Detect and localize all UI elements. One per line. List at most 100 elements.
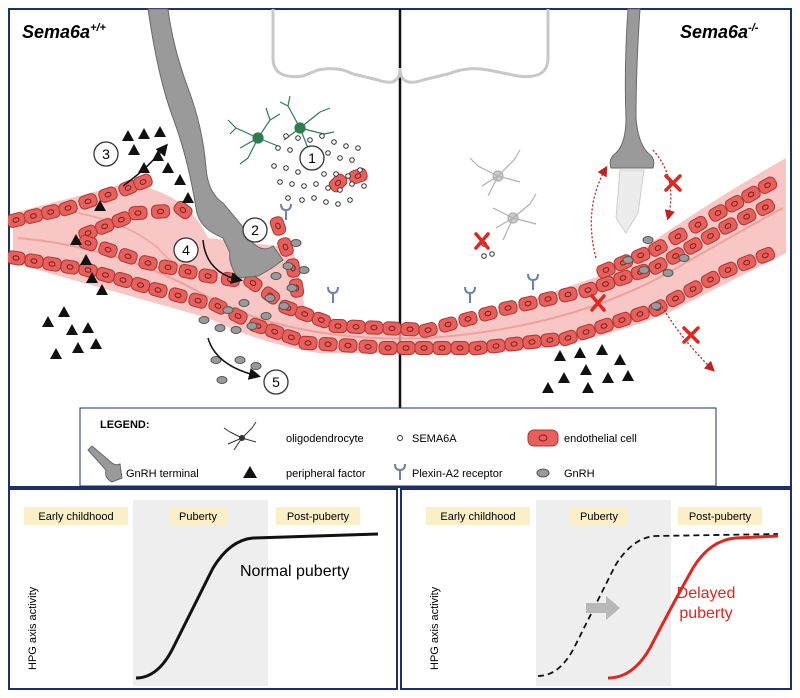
gnrh-icon (536, 468, 550, 478)
phase-label-post: Post-puberty (287, 511, 350, 523)
endothelial-cell (150, 203, 171, 220)
sema6a-dot (295, 169, 301, 175)
phase-box (169, 507, 227, 525)
gnrh-particle (290, 239, 302, 247)
sema6a-dot (349, 181, 355, 187)
legend-gnrh-terminal-label: GnRH terminal (126, 468, 199, 480)
svg-text:5: 5 (272, 374, 280, 390)
y-axis-label: HPG axis activity (27, 586, 39, 670)
puberty-band (536, 500, 671, 686)
endothelial-cell (467, 340, 489, 356)
phase-label-puberty: Puberty (580, 511, 618, 523)
phase-box (276, 507, 360, 525)
svg-text:3: 3 (102, 146, 110, 162)
gnrh-terminal-icon (87, 445, 123, 483)
sema6a-dot (333, 171, 339, 177)
sema6a-dot (319, 133, 325, 139)
gnrh-particle (198, 316, 210, 324)
block-x-marks (474, 174, 700, 344)
sema6a-dot (331, 139, 337, 145)
phase-label-early: Early childhood (38, 511, 113, 523)
phase-box (24, 507, 128, 525)
gnrh-particle (642, 236, 654, 244)
endothelial-cell (23, 252, 45, 270)
endothelial-cell (298, 335, 318, 351)
endothelial-cell (41, 255, 63, 273)
graph-left: Early childhood Puberty Post-puberty HPG… (8, 488, 398, 690)
endothelial-cell (400, 321, 420, 337)
legend-heading: LEGEND: (100, 419, 150, 431)
phase-box (678, 507, 762, 525)
sema6a-dot (285, 195, 291, 201)
gnrh-particle (216, 376, 228, 384)
endothelial-cell (432, 341, 452, 355)
sema6a-dot (275, 145, 281, 151)
sema6a-dot (355, 145, 361, 151)
gnrh-particle (250, 362, 262, 370)
legend-sema6a-label: SEMA6A (412, 433, 457, 445)
sema6a-dot (347, 197, 353, 203)
sema6a-dot (481, 253, 487, 259)
endothelial-cell (346, 319, 366, 335)
gnrh-particle (638, 266, 650, 274)
sema6a-dot (307, 137, 313, 143)
sema6a-dot (337, 155, 343, 161)
gnrh-particle (678, 254, 690, 262)
curve-label-normal: Normal puberty (240, 563, 349, 580)
sema6a-dot (337, 187, 343, 193)
shift-arrow-icon (586, 596, 620, 620)
sema6a-dot (325, 185, 331, 191)
endothelial-cell (414, 341, 434, 355)
endothelial-cell (485, 338, 507, 354)
curve-label-delayed-2: puberty (679, 605, 732, 622)
oligodendrocyte-icon (223, 421, 257, 451)
sema6a-dot (361, 183, 367, 189)
endothelial-cell (450, 341, 470, 355)
step-1-marker: 1 (299, 145, 325, 171)
sema6a-dot (323, 199, 329, 205)
graph-right: Early childhood Puberty Post-puberty HPG… (400, 488, 792, 690)
curve-label-delayed-1: Delayed (677, 585, 736, 602)
median-eminence-outline (271, 9, 550, 84)
gnrh-particle (278, 302, 290, 310)
legend: LEGEND: oligodendrocyte SEMA6A endotheli… (79, 407, 717, 487)
gnrh-particle (214, 324, 226, 332)
gnrh-particle (282, 262, 294, 270)
sema6a-dot (277, 179, 283, 185)
legend-oligodendrocyte-label: oligodendrocyte (286, 433, 364, 445)
gnrh-terminal-faded (615, 169, 645, 234)
oligodendrocyte-icon (469, 149, 537, 241)
endothelial-cell (521, 334, 543, 350)
legend-plexin-label: Plexin-A2 receptor (412, 468, 503, 480)
sema6a-dot (301, 183, 307, 189)
gnrh-particle (286, 284, 298, 292)
process-arrows (122, 143, 261, 380)
gnrh-neuron-left (147, 8, 284, 279)
legend-peripheral-label: peripheral factor (286, 468, 366, 480)
gnrh-particle (260, 312, 272, 320)
gnrh-particle (222, 306, 234, 314)
endothelial-cell (358, 339, 378, 355)
endothelial-cell (382, 321, 402, 336)
endothelial-cell (128, 205, 148, 221)
gnrh-particle (238, 299, 250, 307)
sema6a-dot (313, 181, 319, 187)
endothelial-cell (396, 341, 416, 355)
gnrh-particle (298, 266, 310, 274)
sema6a-dot (299, 197, 305, 203)
sema6a-dot (321, 171, 327, 177)
phase-box (426, 507, 530, 525)
endothelial-cell (378, 341, 398, 355)
step-markers: 1 2 3 4 5 (93, 141, 325, 395)
gnrh-particle (246, 322, 258, 330)
normal-puberty-dashed-curve (537, 533, 779, 677)
delayed-puberty-curve (607, 534, 779, 680)
sema6a-dot (295, 135, 301, 141)
phase-box (570, 507, 628, 525)
legend-endothelial-label: endothelial cell (564, 433, 637, 445)
step-3-marker: 3 (93, 141, 119, 167)
svg-text:1: 1 (308, 150, 316, 166)
step-4-marker: 4 (173, 237, 199, 263)
left-panel-title: Sema6a+/+ (22, 22, 107, 42)
oligodendrocyte-icon (227, 95, 335, 165)
